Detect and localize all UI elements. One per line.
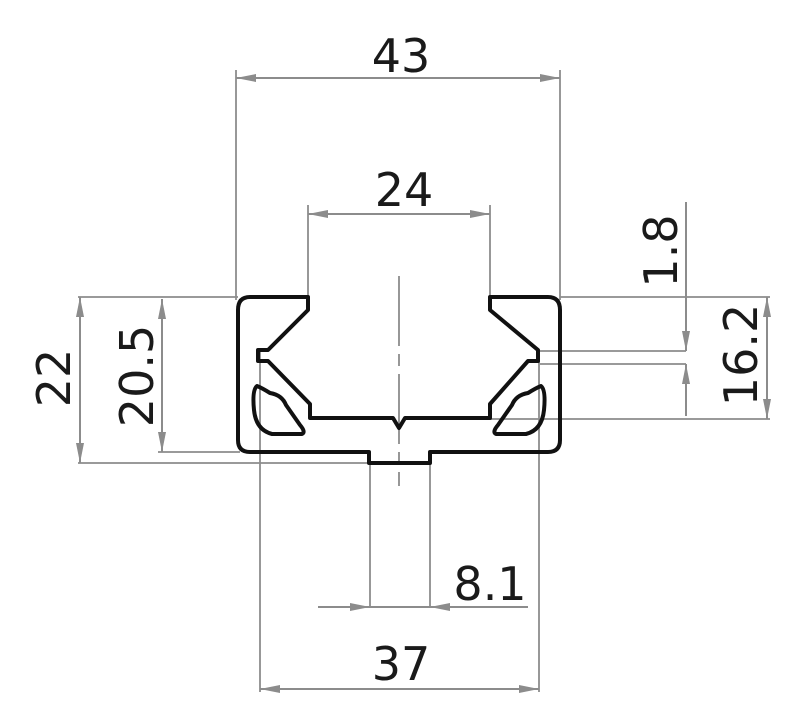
dim-overall-height: 22 (27, 349, 81, 408)
dim-inner-span-width: 37 (372, 637, 431, 691)
dim-inner-height: 20.5 (110, 325, 164, 427)
dim-overall-width: 43 (372, 29, 431, 83)
dim-lip-thickness: 1.8 (634, 214, 688, 287)
profile-outline (236, 295, 562, 465)
dimension-lines (76, 74, 771, 693)
dim-side-height: 16.2 (714, 304, 768, 406)
dim-slot-opening-width: 24 (375, 163, 434, 217)
extension-lines (78, 70, 770, 692)
dim-bottom-rib-width: 8.1 (453, 557, 526, 611)
